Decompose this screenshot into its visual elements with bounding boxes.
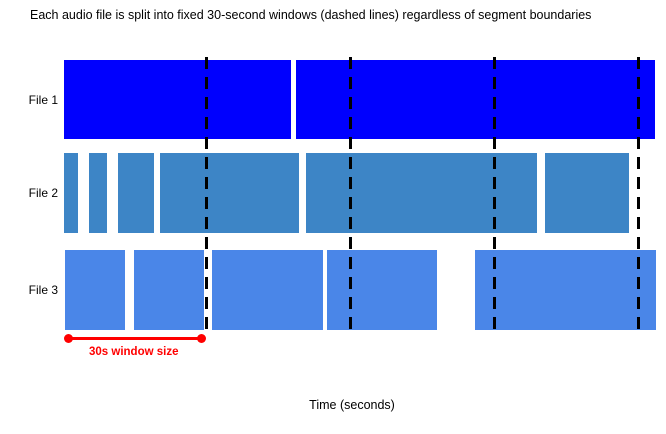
row-label: File 2 bbox=[28, 186, 58, 200]
x-axis-label: Time (seconds) bbox=[309, 398, 395, 412]
figure-title: Each audio file is split into fixed 30-s… bbox=[30, 8, 592, 22]
speech-segment bbox=[545, 153, 629, 233]
speech-segment bbox=[212, 250, 323, 330]
speech-segment bbox=[134, 250, 204, 330]
speech-segment bbox=[89, 153, 107, 233]
row-label: File 1 bbox=[28, 92, 58, 107]
speech-segment bbox=[64, 153, 78, 233]
window-size-arrow bbox=[68, 337, 201, 340]
speech-segment bbox=[160, 153, 299, 233]
window-boundary-line bbox=[349, 57, 352, 333]
speech-segment bbox=[65, 250, 125, 330]
speech-segment bbox=[327, 250, 437, 330]
window-boundary-line bbox=[637, 57, 640, 333]
speech-segment bbox=[118, 153, 154, 233]
window-boundary-line bbox=[493, 57, 496, 333]
arrow-left-endpoint-icon bbox=[64, 334, 73, 343]
speech-segment bbox=[475, 250, 656, 330]
speech-segment bbox=[296, 60, 655, 139]
arrow-right-endpoint-icon bbox=[197, 334, 206, 343]
window-size-label: 30s window size bbox=[89, 346, 179, 358]
window-boundary-line bbox=[205, 57, 208, 333]
row-label: File 3 bbox=[28, 283, 58, 297]
speech-segment bbox=[64, 60, 291, 139]
speech-segment bbox=[306, 153, 537, 233]
